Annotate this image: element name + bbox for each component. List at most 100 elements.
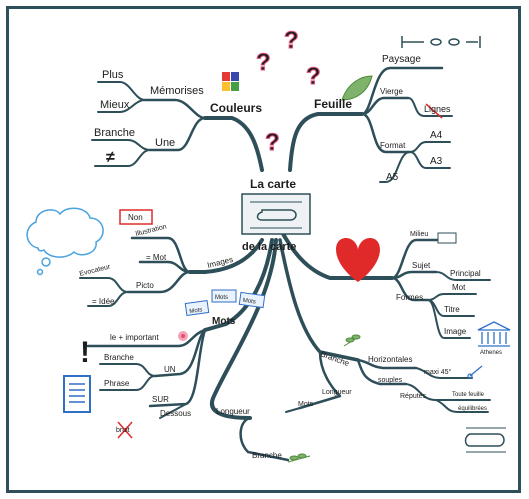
palette-icon: [222, 72, 239, 91]
branch-mots-right: [285, 407, 301, 413]
mots-card-label: Mots: [189, 307, 203, 315]
branches: [79, 66, 491, 462]
branch-neq: [94, 149, 151, 167]
branch-equilibrees: [435, 399, 489, 413]
label-bruit: bruit: [116, 427, 130, 434]
central-image: [241, 193, 311, 235]
label-image: Image: [444, 327, 467, 336]
branch-a3: [409, 151, 451, 169]
question-mark-icon: ?: [265, 129, 280, 156]
branch-feuille: [288, 112, 364, 172]
branch-phrase: [99, 375, 156, 391]
milieu-icon: [437, 232, 457, 244]
branch-memorises: [143, 98, 207, 120]
label-branche-tl: Branche: [94, 127, 135, 139]
label-couleurs: Couleurs: [210, 101, 262, 115]
label-titre: Titre: [444, 305, 460, 314]
label-a3: A3: [430, 156, 443, 167]
label-maxi: maxi 45°: [424, 368, 452, 376]
non-box: [119, 209, 153, 225]
branch-evocateur: [79, 277, 129, 293]
center-subtitle: de la carte: [242, 241, 296, 253]
question-mark-icon: ?: [256, 49, 271, 76]
branch-heart: [280, 230, 394, 280]
label-branche-bottom: Branche: [252, 451, 282, 460]
label-longueur-right: Longueur: [322, 389, 352, 396]
label-dessous: Dessous: [160, 409, 191, 418]
branch-dessous: [159, 403, 187, 419]
label-picto: Picto: [136, 281, 154, 290]
label-memorises: Mémorises: [150, 85, 204, 97]
branch-branche-right: [278, 238, 360, 362]
branch-mot-right: [427, 293, 477, 301]
map-frame: [6, 6, 521, 493]
strike-lignes-icon: [425, 103, 443, 119]
branch-une: [148, 116, 207, 152]
label-un: UN: [164, 365, 176, 374]
label-une: Une: [155, 137, 175, 149]
question-mark-icon: ?: [284, 27, 299, 54]
label-longueur: Longueur: [216, 407, 250, 416]
label-toute-feuille: Toute feuille: [452, 392, 485, 398]
heart-icon: [336, 238, 380, 282]
branch-maxi: [415, 367, 473, 379]
label-mieux: Mieux: [100, 99, 130, 111]
label-phrase: Phrase: [104, 379, 130, 388]
label-athenes: Athenes: [480, 350, 502, 356]
label-a4: A4: [430, 130, 443, 141]
label-formes: Formes: [396, 293, 423, 302]
label-important: le + important: [110, 333, 159, 342]
label-format: Format: [380, 141, 406, 150]
center-title: La carte: [250, 177, 296, 191]
branch-principal: [435, 271, 491, 281]
leaf-icon: [341, 75, 373, 101]
mini-central-image: [464, 427, 506, 453]
branch-horizontales: [356, 358, 418, 370]
label-eq-idee: = Idée: [92, 297, 115, 306]
label-evocateur: Evocateur: [79, 263, 112, 278]
mots-cards: [184, 289, 266, 317]
question-marks: ? ? ? ?: [256, 27, 322, 157]
label-sur: SUR: [152, 395, 169, 404]
branch-longueur: [210, 238, 278, 420]
branch-image: [427, 299, 471, 339]
label-souples: souples: [378, 377, 403, 384]
branch-picto: [126, 270, 192, 294]
label-mots: Mots: [212, 316, 236, 327]
branch-branche-bottom: [239, 416, 290, 462]
mots-card-label: Mots: [215, 295, 228, 301]
flower-icon: [178, 331, 188, 341]
label-reputes: Réputés: [400, 393, 427, 400]
branch-a4: [409, 141, 451, 153]
branch-un: [153, 328, 207, 378]
cloud-icon: [26, 207, 104, 276]
label-non: Non: [128, 213, 143, 222]
branch-images: [188, 238, 264, 274]
pen-icon: [467, 365, 483, 379]
label-lignes: Lignes: [424, 104, 451, 114]
label-mot-right: Mot: [452, 283, 466, 292]
sprig-icon: [343, 334, 361, 347]
question-mark-icon: ?: [306, 63, 321, 90]
branch-lignes: [407, 97, 453, 117]
branch-couleurs: [203, 116, 264, 172]
label-feuille: Feuille: [314, 97, 352, 111]
branch-longueur-right: [298, 350, 342, 410]
branch-format: [360, 112, 412, 154]
document-icon: [63, 375, 91, 413]
label-mots-right: Mots: [298, 401, 314, 408]
label-equilibrees: équilibrées: [458, 406, 487, 412]
label-eq-mot: = Mot: [146, 253, 167, 262]
label-a5: A5: [386, 172, 399, 183]
label-branche-un: Branche: [104, 353, 134, 362]
label-vierge: Vierge: [380, 87, 404, 96]
mots-card-label: Mots: [242, 298, 256, 306]
eyes-icon: [401, 36, 481, 48]
label-branche-right: Branche: [319, 349, 351, 368]
sprig-icon: [287, 453, 311, 463]
temple-icon: [477, 321, 511, 347]
exclamation-icon: !: [80, 336, 90, 369]
cross-icon: [117, 421, 133, 439]
